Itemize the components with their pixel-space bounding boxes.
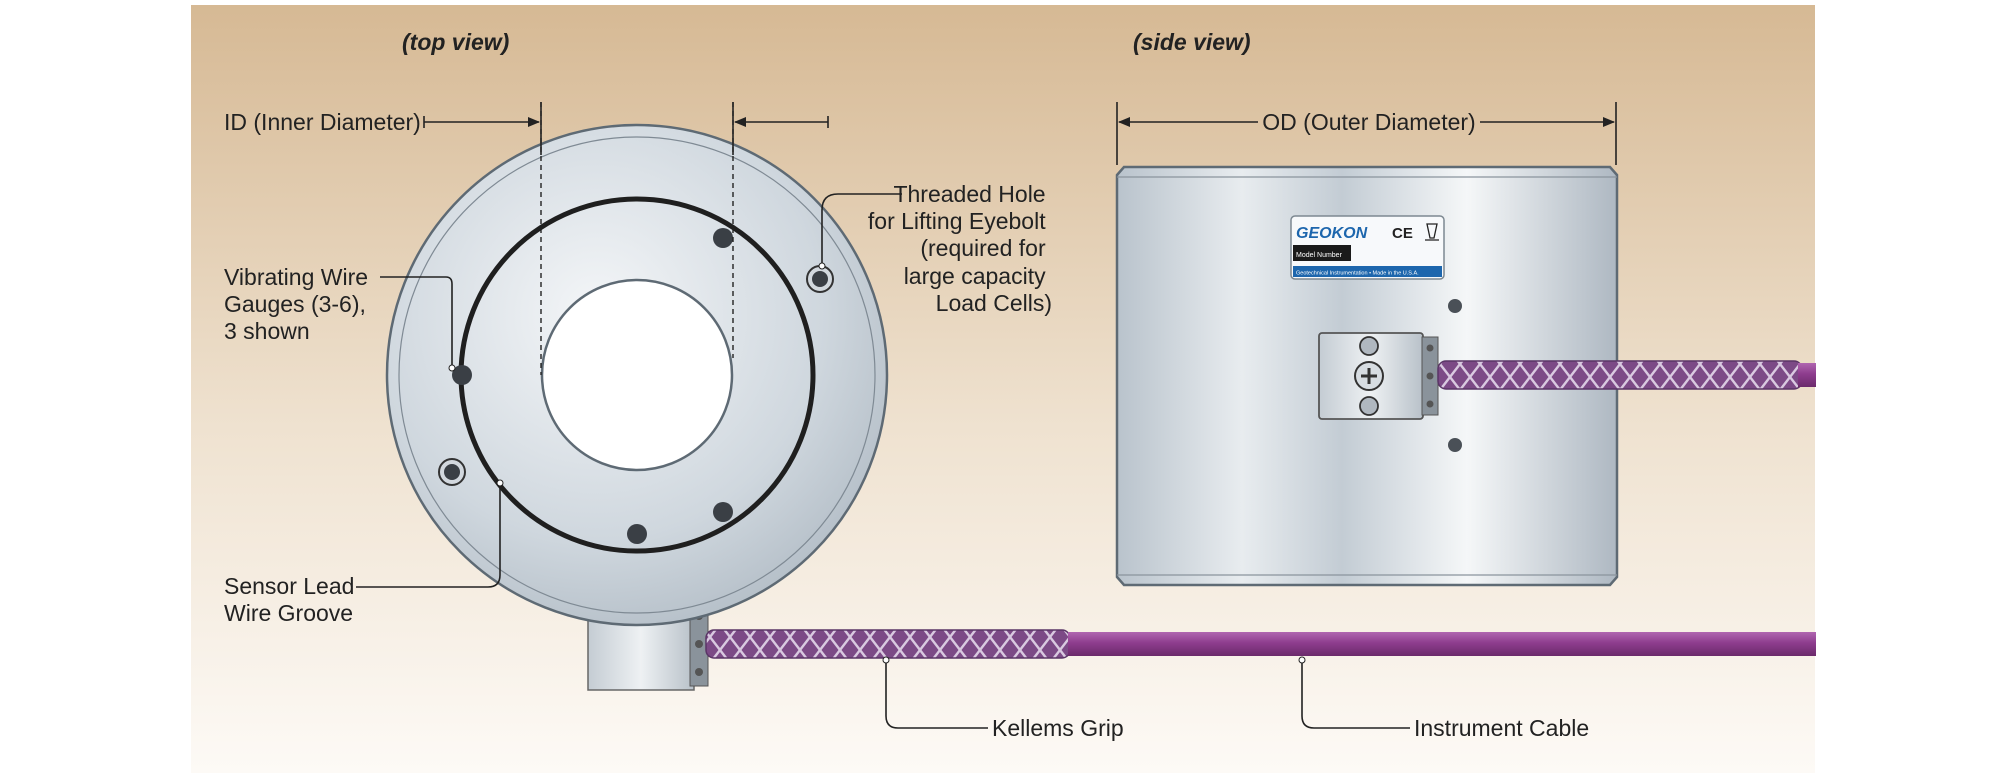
vibrating-wire-gauge: [713, 228, 733, 248]
instrument-cable-side: [1798, 363, 1816, 387]
mounting-screw: [1448, 299, 1462, 313]
threaded-hole-callout: Threaded Hole for Lifting Eyebolt (requi…: [868, 181, 1052, 316]
gauges-leader: [380, 276, 453, 366]
kellems-grip-side: [1437, 360, 1803, 390]
threaded-hole-leader: [821, 193, 902, 264]
leader-dot: [882, 656, 890, 664]
leader-dot: [1298, 656, 1306, 664]
ce-mark: CE: [1392, 225, 1413, 242]
nameplate-plate: [1290, 215, 1445, 280]
weee-bin-icon: [1425, 223, 1439, 241]
side-view-heading: (side view): [1133, 29, 1251, 55]
vibrating-wire-gauge: [452, 365, 472, 385]
geokon-nameplate: GEOKON CE Model Number Geotechnical Inst…: [1290, 215, 1445, 280]
vibrating-wire-gauge: [713, 502, 733, 522]
id-label: ID (Inner Diameter): [224, 109, 421, 135]
instrument-cable-bottom: [1068, 632, 1816, 656]
model-number-label: Model Number: [1296, 252, 1343, 259]
flange-bolt: [1426, 400, 1434, 408]
groove-leader: [356, 485, 501, 588]
gauge-lead-tie: [627, 524, 647, 544]
kellems-grip-bottom: [705, 629, 1071, 659]
flange-bolt: [1426, 344, 1434, 352]
mounting-screw: [1448, 438, 1462, 452]
instrument-cable-label: Instrument Cable: [1414, 715, 1589, 741]
load-cell-inner-rim: [398, 136, 876, 614]
leader-dot: [818, 262, 826, 270]
threaded-hole-core: [812, 271, 828, 287]
kellems-grip-label: Kellems Grip: [992, 715, 1124, 741]
phillips-head-icon: [1361, 368, 1377, 384]
threaded-hole-core: [444, 464, 460, 480]
leader-dot: [496, 479, 504, 487]
model-number-field: [1293, 245, 1351, 261]
top-view-heading: (top view): [402, 29, 509, 55]
kellems-leader: [885, 658, 988, 729]
leader-dot: [448, 364, 456, 372]
connector-screw: [1359, 396, 1379, 416]
flange-bolt: [695, 640, 703, 648]
nameplate-footer-strip: [1293, 266, 1442, 277]
connector-screw: [1359, 336, 1379, 356]
cable-leader: [1301, 658, 1410, 729]
flange-bolt: [695, 668, 703, 676]
brand-logo: GEOKON: [1296, 225, 1368, 242]
flange-bolt: [1426, 372, 1434, 380]
nameplate-footer-text: Geotechnical Instrumentation • Made in t…: [1296, 271, 1419, 277]
gauges-callout: Vibrating Wire Gauges (3-6), 3 shown: [224, 264, 374, 344]
inner-bore: [540, 278, 734, 472]
od-label: OD (Outer Diameter): [1262, 109, 1475, 135]
groove-callout: Sensor Lead Wire Groove: [224, 573, 361, 626]
